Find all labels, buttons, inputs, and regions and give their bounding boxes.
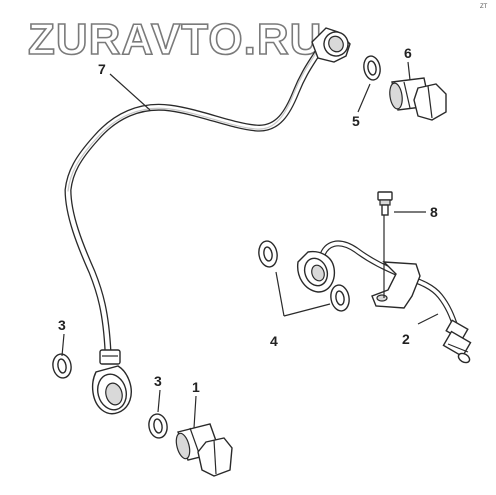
banjo-bolt-1	[175, 423, 233, 477]
washer-3-right	[148, 413, 168, 439]
banjo-eye-upper	[311, 27, 351, 63]
callout-3-right: 3	[154, 373, 162, 389]
callout-7: 7	[98, 61, 106, 77]
callout-5: 5	[352, 113, 360, 129]
callout-6: 6	[404, 45, 412, 61]
banjo-bolt-6	[389, 77, 447, 121]
pipe-2	[297, 240, 472, 364]
callout-4: 4	[270, 333, 278, 349]
callout-2: 2	[402, 331, 410, 347]
leader-lines	[61, 61, 439, 429]
washer-4-upper	[258, 240, 278, 268]
pipe-2-bracket	[371, 261, 421, 309]
callout-labels: 1 2 3 3 4 5 6 7 8	[58, 45, 438, 395]
corner-mark: ZT	[480, 4, 488, 10]
pipe-7-lower-sleeve	[99, 349, 121, 365]
callout-8: 8	[430, 204, 438, 220]
banjo-eye-lower	[91, 365, 132, 415]
banjo-eye-pipe-2	[297, 250, 336, 293]
callout-1: 1	[192, 379, 200, 395]
callout-3-left: 3	[58, 317, 66, 333]
washer-5	[363, 55, 381, 81]
washer-4-lower	[330, 284, 350, 312]
pipe-7	[64, 27, 351, 415]
bolt-8	[377, 191, 393, 298]
pipe-2-end-nut	[442, 319, 472, 364]
washer-3-left	[52, 353, 72, 379]
watermark-text: ZURAVTO.RU	[28, 15, 322, 64]
